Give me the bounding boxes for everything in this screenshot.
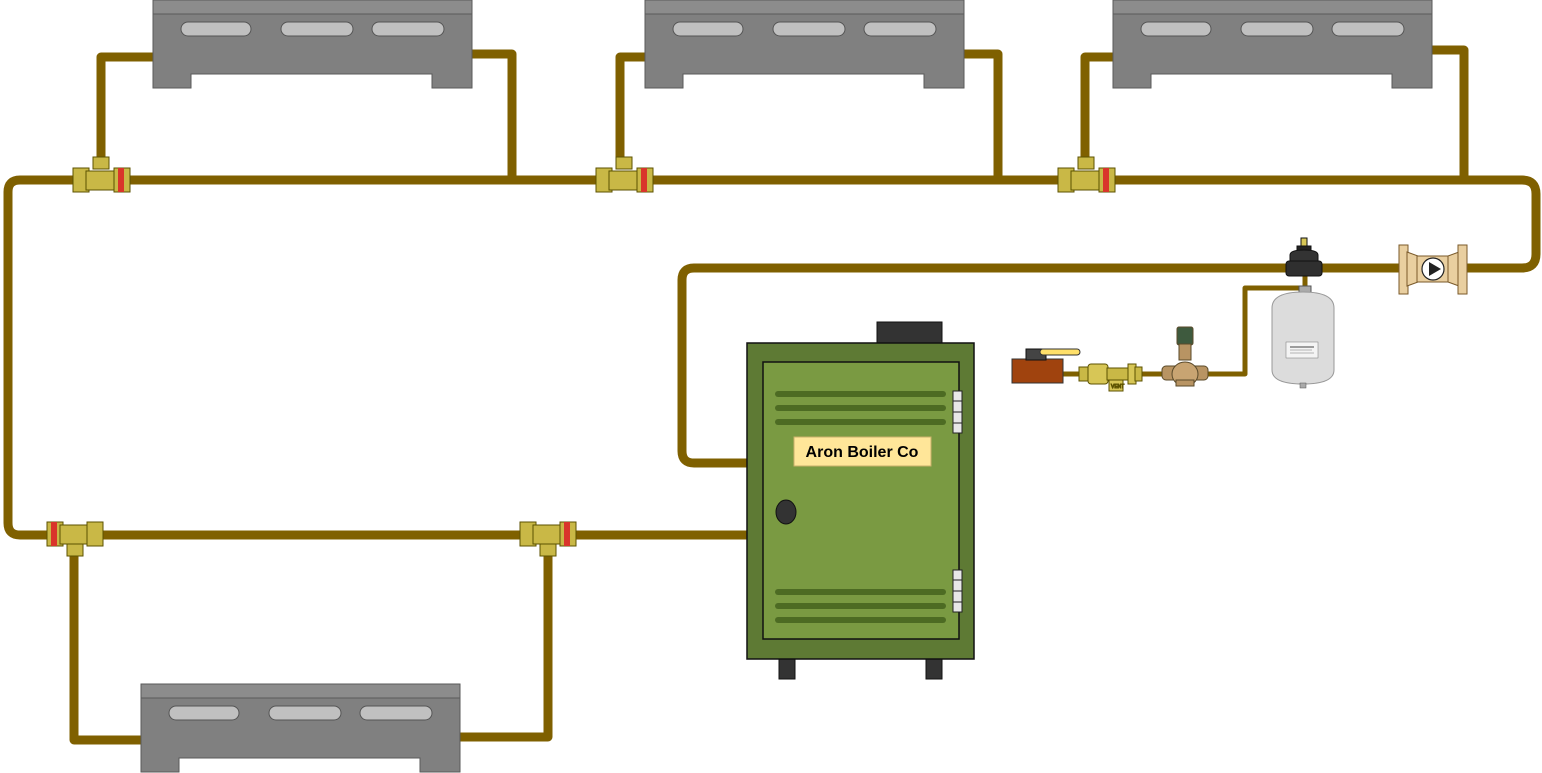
baseboard-slot bbox=[280, 21, 354, 37]
baseboard-slot bbox=[1240, 21, 1314, 37]
baseboard-slot bbox=[1140, 21, 1212, 37]
baseboard-heater-4 bbox=[140, 683, 461, 773]
baseboard-slot bbox=[359, 705, 433, 721]
diverter-tee-3 bbox=[1057, 156, 1116, 193]
piping bbox=[3, 45, 1541, 745]
boiler-door-knob[interactable] bbox=[775, 499, 797, 525]
boiler-foot-right bbox=[925, 657, 943, 680]
baseboard-slot bbox=[772, 21, 846, 37]
boiler-door bbox=[762, 361, 960, 640]
pump-icon[interactable] bbox=[1398, 244, 1468, 295]
diverter-tee-4 bbox=[46, 521, 104, 557]
shutoff-valve-icon[interactable] bbox=[1011, 348, 1081, 384]
diverter-tee-5 bbox=[519, 521, 577, 557]
baseboard-slot bbox=[371, 21, 445, 37]
branch-pipe-2-out bbox=[960, 49, 1003, 180]
boiler-vent-slat bbox=[775, 617, 946, 623]
boiler-vent-slat bbox=[775, 405, 946, 411]
boiler: Aron Boiler Co bbox=[746, 321, 975, 680]
branch-pipe-3-out bbox=[1430, 45, 1469, 180]
diverter-tee-1 bbox=[72, 156, 131, 193]
baseboard-slot bbox=[1331, 21, 1405, 37]
boiler-brand-plate bbox=[793, 436, 932, 467]
expansion-tank-icon bbox=[1271, 285, 1335, 389]
main-supply-pipe bbox=[3, 175, 1541, 540]
baseboard-slot bbox=[180, 21, 252, 37]
backflow-preventer-icon: VENT bbox=[1078, 363, 1143, 392]
boiler-door-hinge-top bbox=[952, 390, 963, 434]
baseboard-slot bbox=[672, 21, 744, 37]
boiler-vent-slat bbox=[775, 391, 946, 397]
branch-pipe-1-in bbox=[96, 52, 156, 162]
boiler-vent-slat bbox=[775, 603, 946, 609]
boiler-brand-label: Aron Boiler Co bbox=[806, 444, 919, 461]
baseboard-slot bbox=[168, 705, 240, 721]
boiler-door-hinge-bottom bbox=[952, 569, 963, 613]
baseboard-heater-3 bbox=[1112, 0, 1433, 89]
branch-pipe-4-out bbox=[456, 553, 553, 742]
boiler-foot-left bbox=[778, 657, 796, 680]
branch-pipe-2-in bbox=[615, 52, 648, 162]
baseboard-heater-2 bbox=[644, 0, 965, 89]
baseboard-slot bbox=[268, 705, 342, 721]
baseboard-slot bbox=[863, 21, 937, 37]
boiler-flue-collar bbox=[876, 321, 943, 345]
diverter-tee-2 bbox=[595, 156, 654, 193]
branch-pipe-4-in bbox=[69, 553, 142, 745]
air-vent-icon bbox=[1285, 237, 1323, 277]
pressure-reducing-valve-icon bbox=[1161, 326, 1209, 387]
branch-pipe-3-in bbox=[1080, 52, 1116, 162]
branch-pipe-1-out bbox=[470, 49, 517, 180]
boiler-vent-slat bbox=[775, 419, 946, 425]
svg-text:VENT: VENT bbox=[1111, 384, 1124, 390]
boiler-vent-slat bbox=[775, 589, 946, 595]
baseboard-heater-1 bbox=[152, 0, 473, 89]
